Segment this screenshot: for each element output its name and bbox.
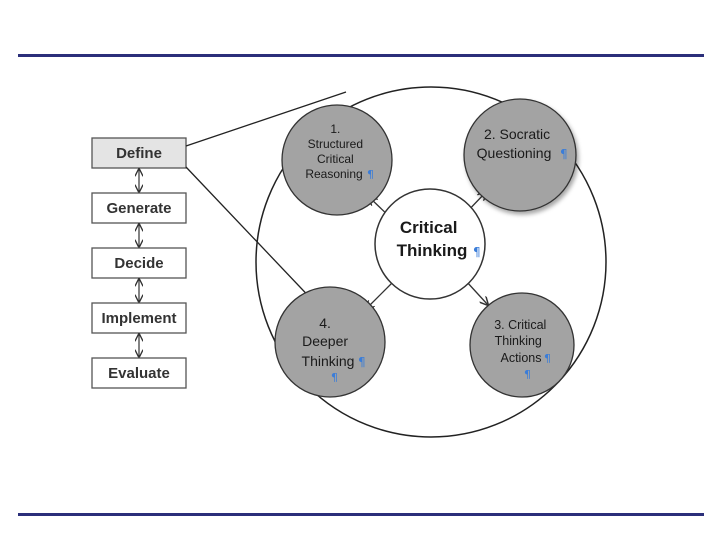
node-1-line-3: Critical <box>317 152 354 166</box>
node-4-line-3: Thinking <box>302 353 355 369</box>
node-1-line-4: Reasoning <box>305 167 362 181</box>
top-rule <box>18 54 704 57</box>
process-step-label: Implement <box>101 310 176 327</box>
node-4-line-2: Deeper <box>302 333 348 349</box>
arrow-to-node-3 <box>465 280 488 305</box>
node-2-line-2: Questioning <box>477 145 552 161</box>
svg-text:3. Critical Thinking: 3. Critical Thinking Actions <box>494 318 550 365</box>
node-1-line-1: 1. <box>330 122 340 136</box>
pilcrow-mark: ¶ <box>473 245 481 259</box>
zoom-line-top <box>185 91 347 147</box>
outer-circle <box>255 86 607 438</box>
svg-text:4. Deeper Thinking: 4. Deeper Thinking <box>302 315 355 369</box>
pilcrow-mark: ¶ <box>560 147 568 161</box>
node-3-line-2: Thinking <box>495 334 542 348</box>
process-step-label: Generate <box>106 200 171 217</box>
node-3-line-3: Actions <box>501 351 542 365</box>
pilcrow-mark: ¶ <box>358 355 366 369</box>
svg-text:1. Structured Crit: 1. Structured Critical Reasoning <box>305 122 366 181</box>
node-2-line-1: 2. Socratic <box>484 126 550 142</box>
node-structured-critical-reasoning: 1. Structured Critical Reasoning ¶ <box>281 104 393 216</box>
bottom-rule <box>18 513 704 516</box>
process-step-generate: Generate <box>91 192 187 224</box>
process-step-label: Decide <box>114 255 163 272</box>
process-step-evaluate: Evaluate <box>91 357 187 389</box>
pilcrow-mark: ¶ <box>367 168 374 181</box>
pilcrow-mark: ¶ <box>331 371 338 384</box>
node-critical-thinking-actions: 3. Critical Thinking Actions ¶ ¶ <box>469 292 575 398</box>
node-1-line-2: Structured <box>308 137 363 151</box>
pilcrow-mark: ¶ <box>524 368 531 381</box>
center-line-2: Thinking <box>397 241 468 260</box>
center-node-critical-thinking: Critical Thinking ¶ <box>374 188 486 300</box>
node-3-line-1: 3. Critical <box>494 318 546 332</box>
node-socratic-questioning: 2. Socratic Questioning ¶ <box>463 98 577 212</box>
node-deeper-thinking: 4. Deeper Thinking ¶ ¶ <box>274 286 386 398</box>
process-step-define: Define <box>91 137 187 169</box>
zoom-line-bottom <box>185 166 319 307</box>
process-step-label: Define <box>116 145 162 162</box>
pilcrow-mark: ¶ <box>544 352 551 365</box>
svg-text:Critical Thinking: Critical Thinking <box>397 218 468 260</box>
center-line-1: Critical <box>400 218 458 237</box>
process-step-decide: Decide <box>91 247 187 279</box>
process-step-label: Evaluate <box>108 365 170 382</box>
node-4-line-1: 4. <box>319 315 331 331</box>
process-step-implement: Implement <box>91 302 187 334</box>
svg-text:2. Socratic Questioning: 2. Socratic Questioning <box>477 126 554 161</box>
